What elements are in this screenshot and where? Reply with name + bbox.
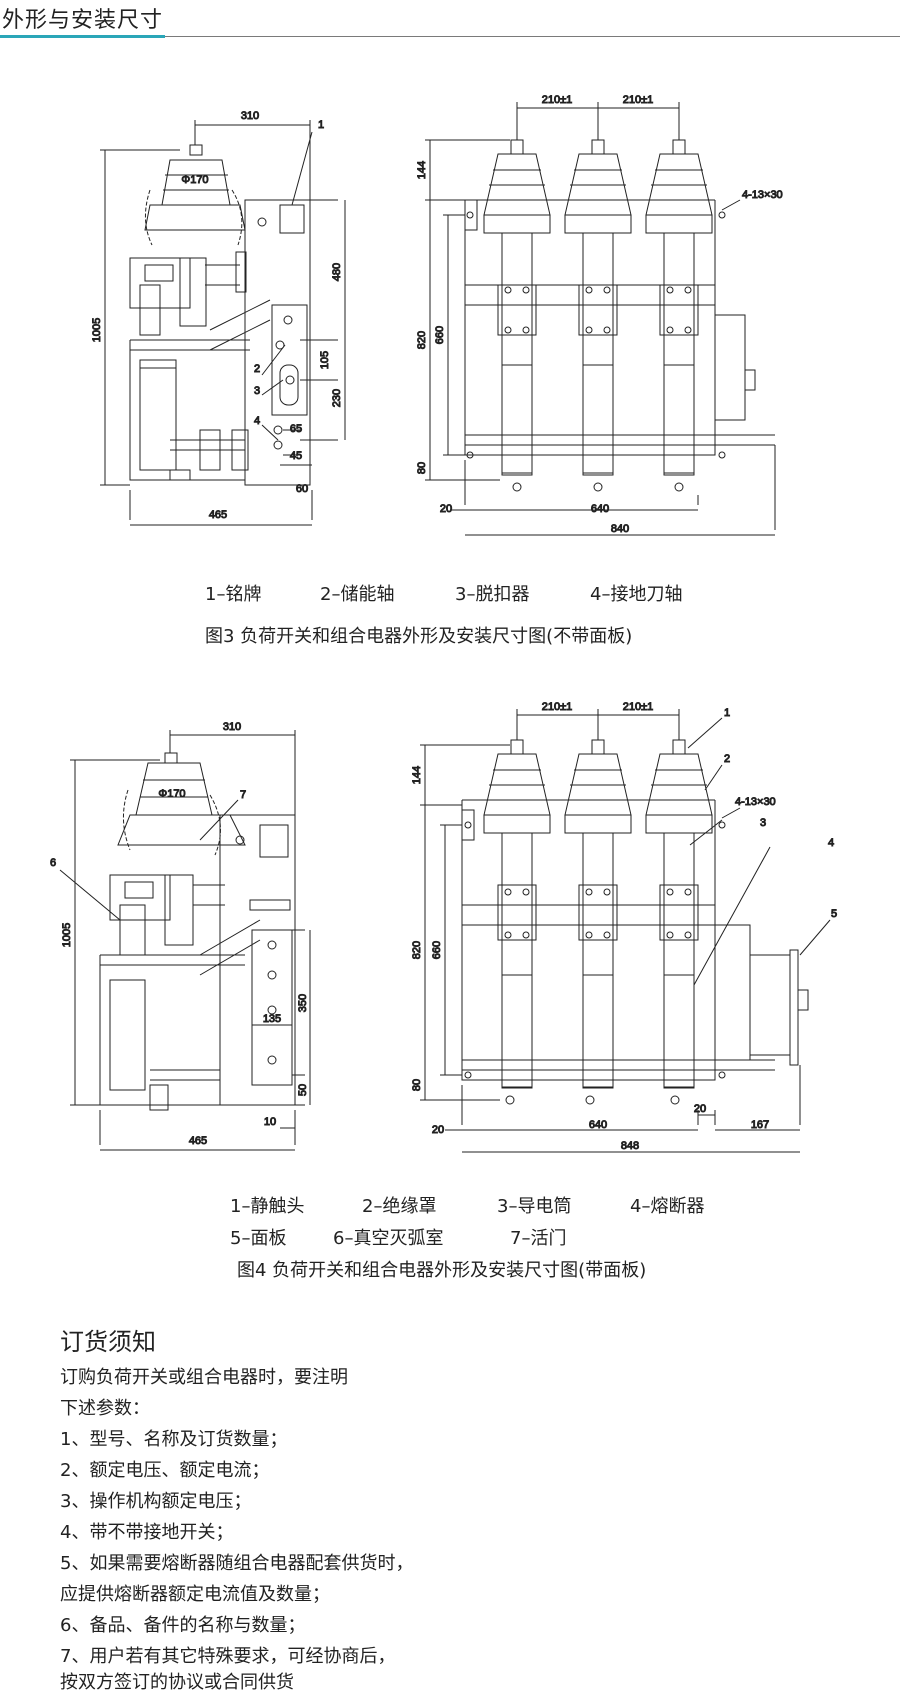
fig4-callout-7: 7 [240,789,246,801]
fig4-front-view [420,709,831,1153]
fig4-legend-item: 1–静触头 [230,1196,305,1217]
fig3-callout-1: 1 [318,119,324,131]
fig4-front-dim-80: 80 [411,1079,423,1091]
fig4-front-dim-640: 640 [589,1119,607,1131]
fig4-legend-item: 4–熔断器 [630,1196,705,1217]
fig4-dim-135: 135 [263,1013,281,1025]
fig4-front-dim-210-right: 210±1 [623,701,654,713]
header-divider [0,36,900,37]
fig4-legend-item: 3–导电筒 [497,1196,572,1217]
fig4-front-dim-210-left: 210±1 [542,701,573,713]
fig4-legend-item: 5–面板 [230,1228,287,1249]
fig3-dim-230: 230 [331,389,343,407]
fig4-callout-5: 5 [831,908,837,920]
fig3-front-dim-210-right: 210±1 [623,94,654,106]
notice-line: 下述参数： [60,1398,150,1419]
header-accent-bar [0,35,165,38]
fig4-front-dim-20-right: 20 [694,1103,706,1115]
notice-line: 2、额定电压、额定电流； [60,1460,270,1481]
fig4-dim-350: 350 [297,994,309,1012]
fig4-dim-10: 10 [264,1116,276,1128]
notice-line: 订购负荷开关或组合电器时，要注明 [60,1367,348,1388]
notice-line: 4、带不带接地开关； [60,1522,234,1543]
fig3-front-view [425,102,776,536]
fig3-dim-65: 65 [290,423,302,435]
fig3-legend-item: 2–储能轴 [320,584,395,605]
fig4-callout-6: 6 [50,857,56,869]
fig3-dim-phi170: Φ170 [181,174,208,186]
fig4-legend-item: 2–绝缘罩 [362,1196,437,1217]
fig3-dim-60: 60 [296,483,308,495]
notice-line: 1、型号、名称及订货数量； [60,1429,288,1450]
fig3-front-dim-144: 144 [416,161,428,179]
fig3-dim-1005: 1005 [91,318,103,342]
fig4-callout-3: 3 [760,817,766,829]
fig3-front-dim-20: 20 [440,503,452,515]
fig4-callout-4: 4 [828,837,834,849]
fig4-dim-1005: 1005 [61,923,73,947]
fig4-front-dim-167: 167 [751,1119,769,1131]
fig4-caption: 图4 负荷开关和组合电器外形及安装尺寸图(带面板) [237,1260,647,1281]
fig4-side-view [59,730,311,1151]
fig3-dim-480: 480 [331,263,343,281]
fig4-dim-310: 310 [223,721,241,733]
fig3-callout-3: 3 [254,385,260,397]
fig3-side-view [100,120,346,526]
notice-line: 7、用户若有其它特殊要求，可经协商后， [60,1646,396,1667]
notice-line: 6、备品、备件的名称与数量； [60,1615,306,1636]
fig4-legend-item: 6–真空灭弧室 [333,1228,444,1249]
notice-line: 按双方签订的协议或合同供货 [60,1672,294,1693]
page-title: 外形与安装尺寸 [2,8,164,33]
fig3-dim-310: 310 [241,110,259,122]
fig3-legend-item: 3–脱扣器 [455,584,530,605]
fig3-front-dim-840: 840 [611,523,629,535]
fig3-front-dim-80: 80 [416,462,428,474]
fig4-front-dim-848: 848 [621,1140,639,1152]
fig3-front-dim-820: 820 [416,331,428,349]
fig4-front-dim-820: 820 [411,941,423,959]
fig4-callout-2: 2 [724,753,730,765]
fig4-front-dim-20-left: 20 [432,1124,444,1136]
fig4-dim-50: 50 [297,1084,309,1096]
notice-line: 3、操作机构额定电压； [60,1491,252,1512]
fig3-dim-465: 465 [209,509,227,521]
fig3-caption: 图3 负荷开关和组合电器外形及安装尺寸图(不带面板) [205,626,633,647]
fig3-dim-45: 45 [290,450,302,462]
fig3-front-dim-640: 640 [591,503,609,515]
fig3-legend-item: 4–接地刀轴 [590,584,683,605]
technical-drawings: 310 Φ170 1005 480 105 230 65 45 60 465 1… [50,94,838,1153]
fig3-front-dim-holes: 4-13×30 [742,189,783,201]
fig3-legend-item: 1–铭牌 [205,584,262,605]
notice-line: 5、如果需要熔断器随组合电器配套供货时， [60,1553,414,1574]
fig3-front-dim-210-left: 210±1 [542,94,573,106]
notice-line: 应提供熔断器额定电流值及数量； [60,1584,330,1605]
fig4-front-dim-holes: 4-13×30 [735,796,776,808]
fig4-dim-465: 465 [189,1135,207,1147]
fig3-callout-4: 4 [254,415,260,427]
fig4-front-dim-660: 660 [431,941,443,959]
fig3-front-dim-660: 660 [434,326,446,344]
notice-title: 订货须知 [60,1328,156,1356]
fig4-legend-item: 7–活门 [510,1228,567,1249]
fig4-callout-1: 1 [724,707,730,719]
fig4-front-dim-144: 144 [411,766,423,784]
fig3-callout-2: 2 [254,363,260,375]
fig4-dim-phi170: Φ170 [158,788,185,800]
fig3-dim-105: 105 [319,351,331,369]
